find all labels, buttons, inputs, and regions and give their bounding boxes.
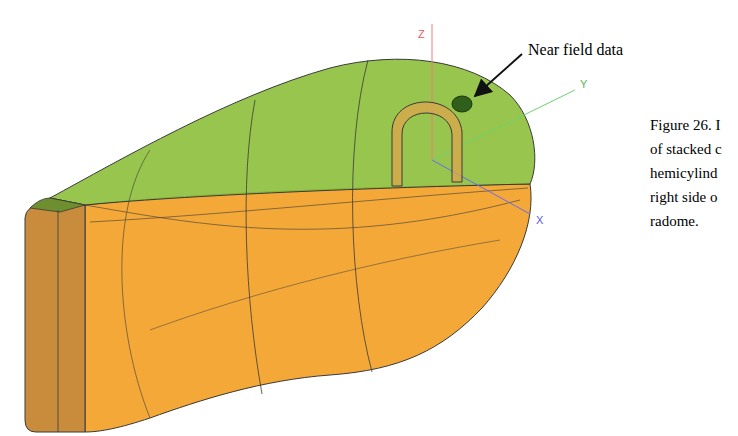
- axis-label: Z: [418, 28, 425, 41]
- section-line: [122, 150, 150, 418]
- x-axis: [432, 160, 530, 214]
- caption-line: right side o: [650, 188, 718, 206]
- hemicylinder: [392, 102, 462, 186]
- section-line: [353, 60, 372, 372]
- radome-end-cap: [25, 198, 85, 432]
- leader-arrow: [475, 54, 522, 96]
- surface-line: [90, 188, 528, 222]
- caption-line: of stacked c: [650, 140, 722, 158]
- section-line: [246, 100, 262, 394]
- axis-label: X: [536, 214, 543, 227]
- caption-line: Figure 26. I: [650, 116, 720, 134]
- z-axis: [432, 24, 433, 160]
- callout-label: Near field data: [528, 40, 623, 59]
- radome-upper-shell: [50, 59, 535, 205]
- radome-lower-body: [85, 184, 531, 432]
- caption-line: radome.: [650, 212, 699, 230]
- caption-line: hemicylind: [650, 164, 718, 182]
- axis-label: Y: [580, 78, 587, 91]
- end-cap-top: [30, 198, 85, 212]
- end-cap-seam: [58, 210, 59, 432]
- surface-line: [85, 200, 520, 229]
- near-field-patch: [452, 96, 472, 112]
- surface-line: [150, 240, 500, 330]
